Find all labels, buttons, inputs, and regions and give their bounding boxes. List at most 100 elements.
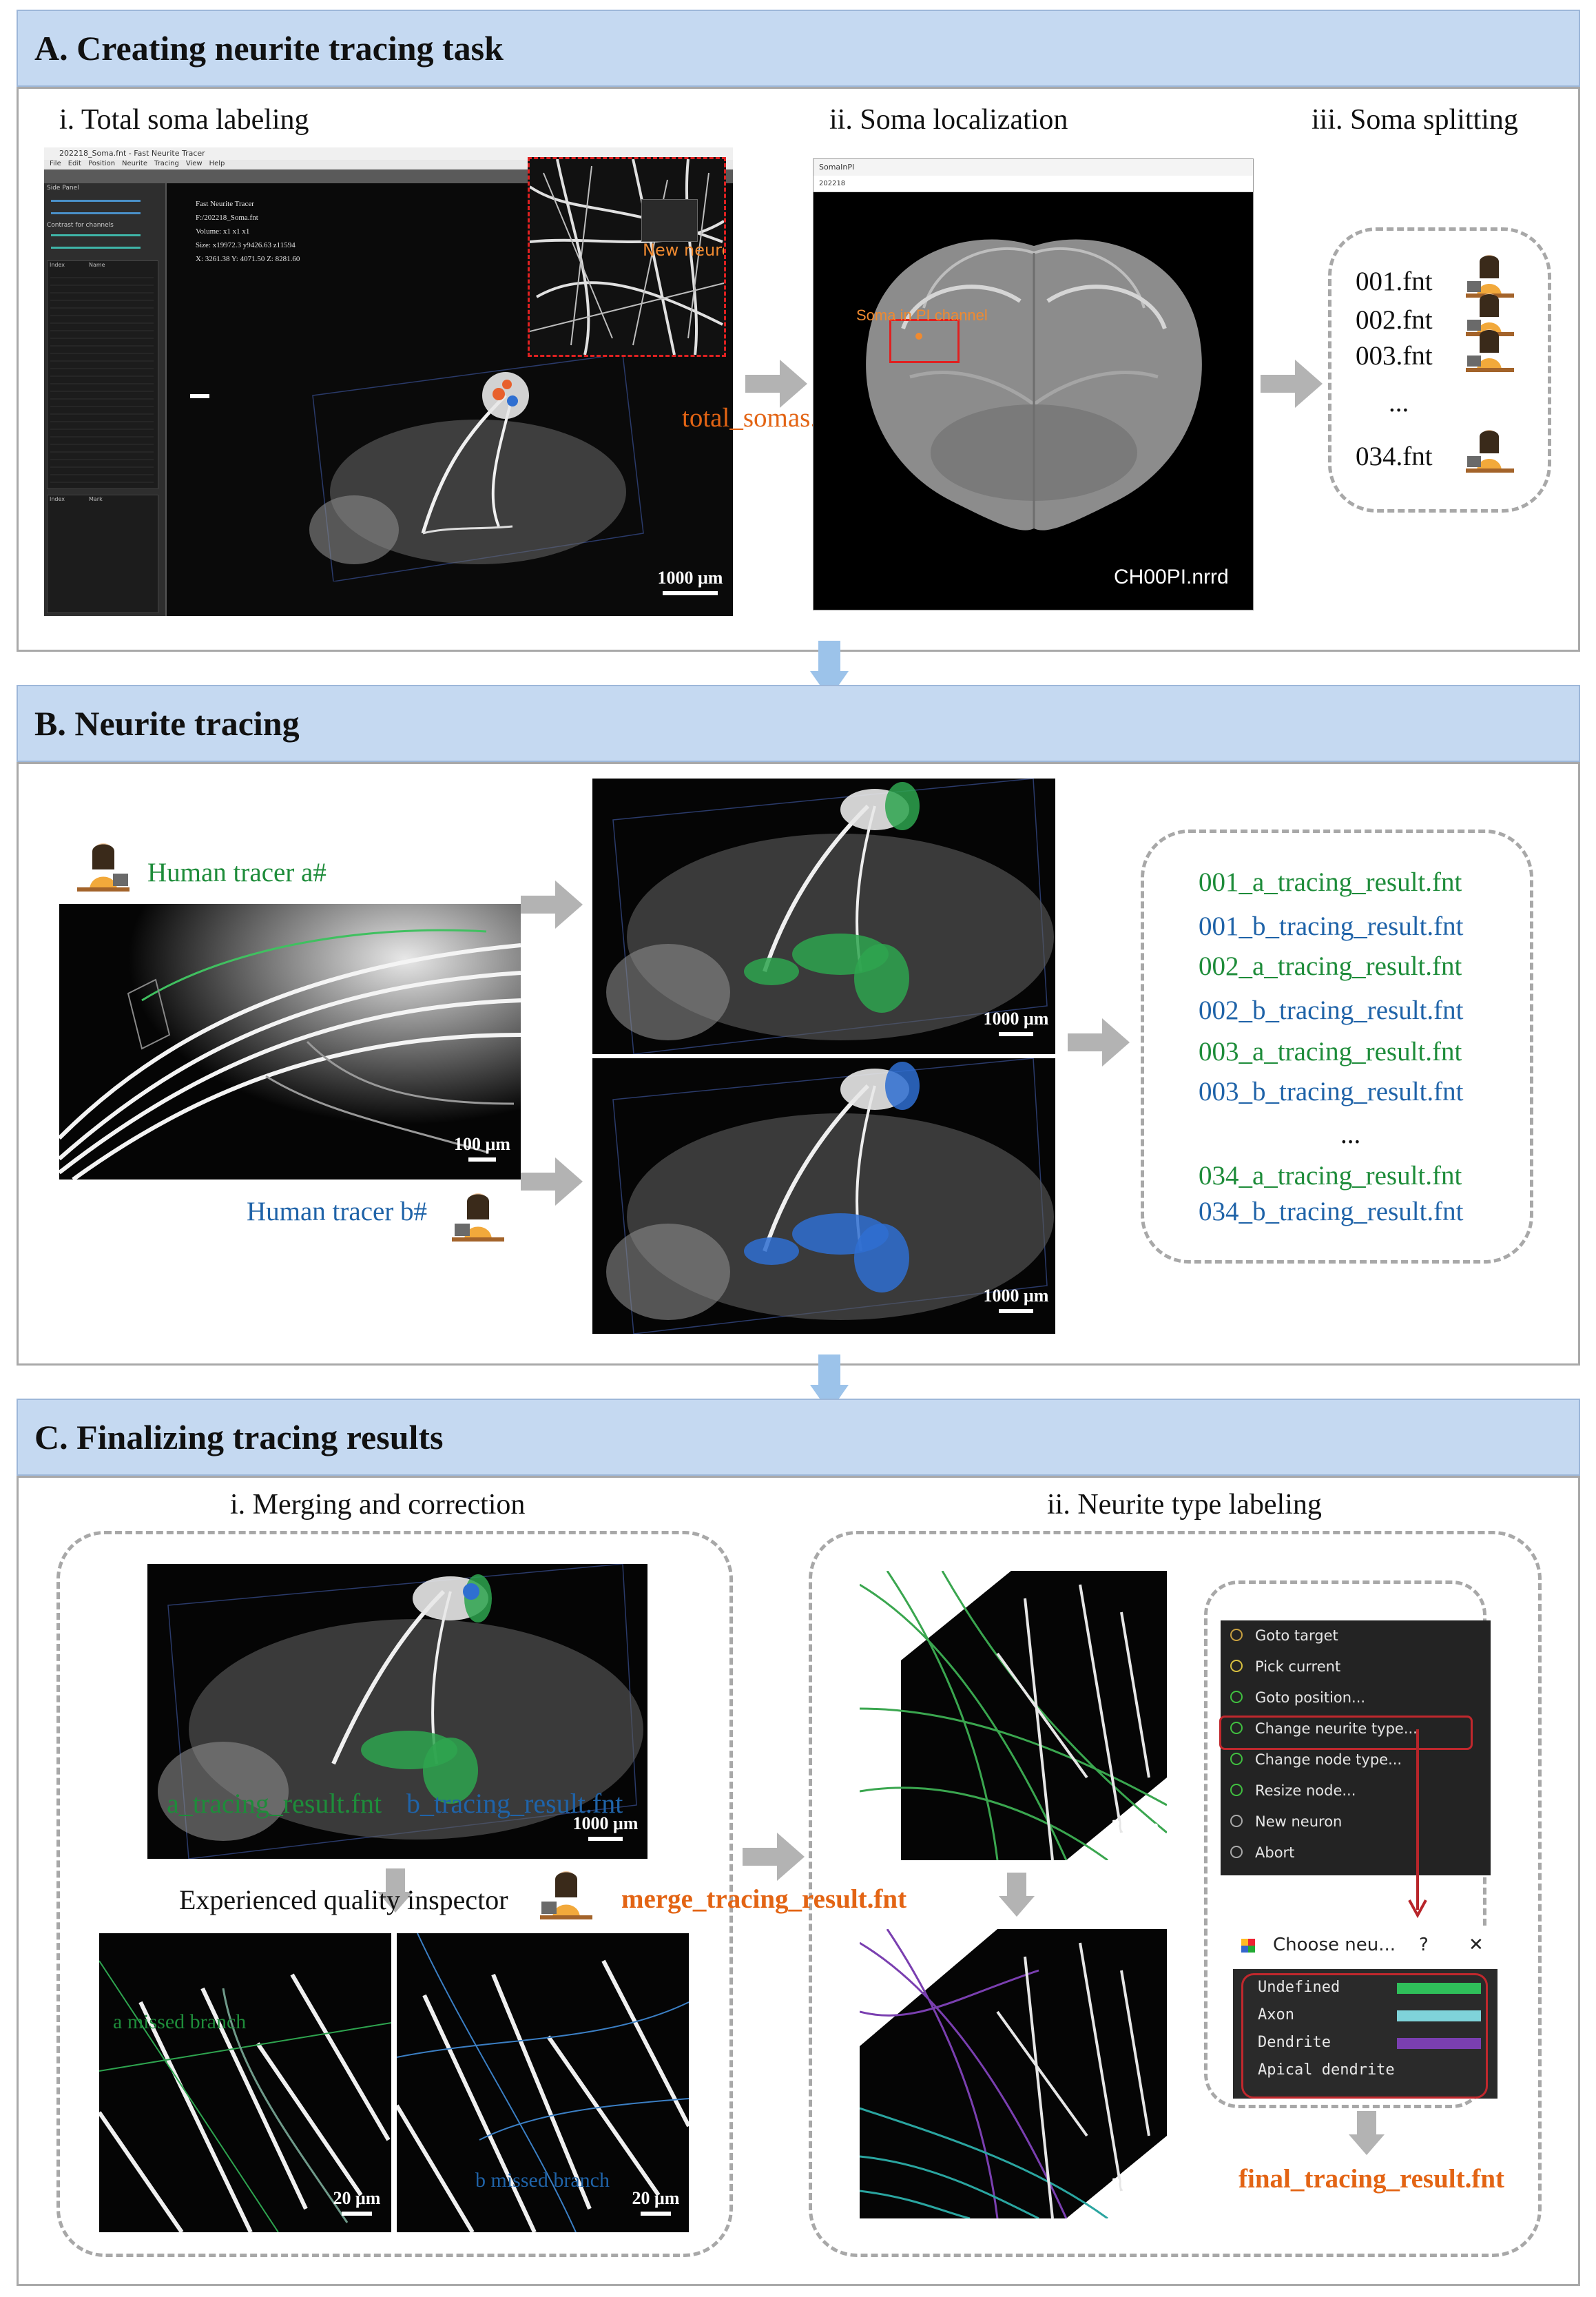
arrow-a2-a3	[1261, 360, 1323, 408]
arrow-a-to-b	[810, 641, 849, 699]
tracing-result-item: 001_b_tracing_result.fnt	[1199, 911, 1464, 941]
tracing-result-item: 002_a_tracing_result.fnt	[1199, 951, 1462, 981]
dialog-close-button[interactable]: ✕	[1469, 1935, 1484, 1955]
neuron-list[interactable]: Index Name	[47, 260, 158, 489]
sub-neurite-type-labeling: ii. Neurite type labeling	[1047, 1489, 1322, 1521]
menu-item-3[interactable]: Change neurite type...	[1255, 1720, 1418, 1737]
new-neuron-label: New neuron	[643, 240, 724, 260]
soma-split-box	[1328, 227, 1551, 513]
section-a-header: A. Creating neurite tracing task	[17, 10, 1580, 87]
sub-soma-splitting: iii. Soma splitting	[1312, 104, 1518, 136]
arrow-down-labeling	[999, 1873, 1035, 1917]
soma-window-title-bar: SomaInPI	[813, 159, 1253, 176]
menu-item-2[interactable]: Goto position...	[1255, 1689, 1366, 1706]
arrow-down-final	[1349, 2111, 1385, 2155]
tracing-result-item: 034_b_tracing_result.fnt	[1199, 1197, 1464, 1226]
a-tracing-result-label: a_tracing_result.fnt	[167, 1788, 382, 1819]
white-marker	[190, 394, 209, 398]
neurite-type-name[interactable]: Undefined	[1258, 1979, 1340, 1996]
type-labeled-svg	[860, 1929, 1167, 2218]
brain-render	[309, 354, 644, 581]
scale-bar-b-b-label: 1000 μm	[983, 1286, 1049, 1306]
scale-bar-c-b-label: 20 μm	[632, 2188, 680, 2208]
menu-item-icon	[1230, 1846, 1243, 1858]
menu-item-7[interactable]: Abort	[1255, 1844, 1295, 1861]
b-missed-svg	[397, 1933, 689, 2232]
person-icon	[1466, 430, 1514, 473]
split-file-3: ...	[1389, 388, 1409, 418]
fnt-menu-item[interactable]: Tracing	[154, 160, 179, 167]
inspector-label: Experienced quality inspector	[179, 1884, 508, 1915]
menu-item-0[interactable]: Goto target	[1255, 1627, 1338, 1644]
change-neurite-type-highlight	[1219, 1716, 1473, 1750]
scale-bar-c-a: 20 μm	[328, 2188, 386, 2216]
tracing-result-item: ...	[1340, 1120, 1361, 1149]
channel-slider-2[interactable]	[51, 212, 141, 214]
channel-slider-3[interactable]	[51, 234, 141, 236]
neurite-type-name[interactable]: Axon	[1258, 2006, 1294, 2023]
fnt-info-line: Fast Neurite Tracer	[196, 200, 254, 208]
channel-slider-1[interactable]	[51, 200, 141, 202]
soma-localization-window: SomaInPI 202218 Soma in PI channel CH00P…	[813, 158, 1254, 610]
context-menu-mini	[641, 199, 698, 242]
fnt-menu-item[interactable]: Neurite	[122, 160, 147, 167]
scale-bar-c-green: 20 μm	[1106, 1816, 1164, 1844]
brain-tracer-a-svg	[606, 779, 1054, 1054]
brain-tracer-b-svg	[606, 1058, 1054, 1334]
split-file-4: 034.fnt	[1356, 442, 1433, 471]
menu-item-5[interactable]: Resize node...	[1255, 1782, 1356, 1799]
scale-bar-c-large: 1000 μm	[568, 1813, 643, 1841]
menu-item-icon	[1230, 1784, 1243, 1796]
fnt-menu-item[interactable]: Help	[209, 160, 225, 167]
scale-bar-a1-label: 1000 μm	[657, 568, 723, 588]
fnt-side-panel: Side Panel Contrast for channels Index N…	[44, 183, 167, 616]
scale-bar-b-b: 1000 μm	[978, 1286, 1054, 1313]
fnt-menu-item[interactable]: View	[185, 160, 203, 167]
menu-item-icon	[1230, 1815, 1243, 1827]
a-missed-branch-label: a missed branch	[113, 2010, 247, 2033]
dialog-help-button[interactable]: ?	[1419, 1935, 1429, 1955]
scale-bar-b-small: 100 μm	[449, 1134, 515, 1162]
scale-bar-a1: 1000 μm	[656, 568, 725, 595]
menu-item-4[interactable]: Change node type...	[1255, 1751, 1402, 1768]
fnt-software-screenshot: 202218_Soma.fnt - Fast Neurite Tracer Fi…	[44, 147, 733, 616]
arrow-merge-label	[743, 1833, 805, 1881]
neurite-type-swatch	[1397, 1983, 1481, 1994]
merged-brain-svg	[158, 1564, 643, 1859]
type-list-highlight	[1241, 1973, 1488, 2099]
soma-dot	[915, 333, 922, 340]
soma-window-sub: 202218	[819, 180, 846, 187]
section-c-title: C. Finalizing tracing results	[34, 1418, 444, 1456]
menu-item-6[interactable]: New neuron	[1255, 1813, 1343, 1830]
list-header-index: Index	[50, 262, 65, 268]
fnt-window-title: 202218_Soma.fnt - Fast Neurite Tracer	[59, 149, 205, 158]
fnt-menu-item[interactable]: Position	[88, 160, 116, 167]
soma-window-title: SomaInPI	[819, 163, 855, 172]
mark-list[interactable]: Index Mark	[47, 495, 158, 613]
merge-file: merge_tracing_result.fnt	[621, 1884, 907, 1914]
soma-highlight-box	[889, 319, 960, 363]
green-labeled-svg	[860, 1571, 1167, 1860]
a-missed-svg	[99, 1960, 391, 2232]
arrow-b-tracer-a	[521, 880, 583, 929]
type-labeled-neurites: 20 μm	[860, 1929, 1167, 2218]
split-file-2: 003.fnt	[1356, 341, 1433, 371]
tracing-result-item: 003_a_tracing_result.fnt	[1199, 1037, 1462, 1067]
fnt-menu-item[interactable]: File	[50, 160, 61, 167]
b-missed-branch-label: b missed branch	[475, 2169, 610, 2192]
menu-item-1[interactable]: Pick current	[1255, 1658, 1341, 1675]
neurite-type-name[interactable]: Dendrite	[1258, 2034, 1331, 2051]
section-a-title: A. Creating neurite tracing task	[34, 29, 504, 68]
scale-bar-c-a-label: 20 μm	[333, 2188, 381, 2208]
section-b-title: B. Neurite tracing	[34, 704, 300, 743]
channel-slider-4[interactable]	[51, 247, 141, 249]
inset-neurites	[530, 159, 724, 355]
b-missed-branch-image: b missed branch 20 μm	[397, 1933, 689, 2232]
neurite-type-name[interactable]: Apical dendrite	[1258, 2061, 1395, 2079]
fnt-menu-item[interactable]: Edit	[68, 160, 82, 167]
sub-total-soma-labeling: i. Total soma labeling	[59, 104, 309, 136]
scale-bar-c-type: 20 μm	[1106, 2174, 1164, 2202]
